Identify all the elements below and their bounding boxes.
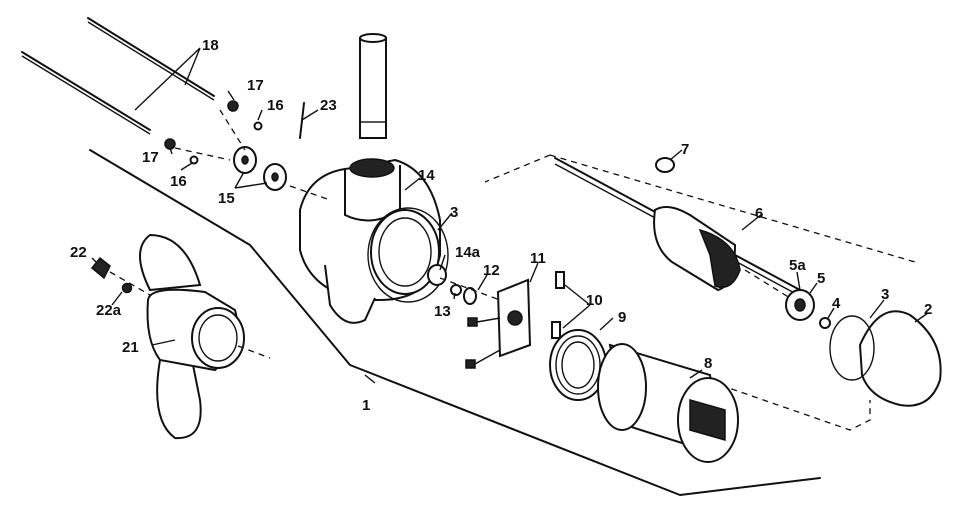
prop-nut-22 [90, 256, 111, 280]
oring-16-lower [189, 155, 199, 165]
through-bolt-upper [87, 17, 215, 101]
assembly-axes [174, 109, 791, 301]
label-part-16-lower: 16 [170, 173, 187, 190]
label-part-3-housing: 3 [450, 204, 458, 221]
bearing-15-b [263, 163, 287, 191]
label-part-2: 2 [924, 301, 932, 318]
label-part-8: 8 [704, 355, 712, 372]
oring-3-cap [829, 315, 875, 381]
leader-lines [91, 90, 929, 384]
washer-4 [819, 317, 831, 329]
label-part-14: 14 [418, 167, 435, 184]
washer-12 [463, 287, 477, 305]
nut-7 [655, 157, 675, 173]
nut-17-lower [164, 138, 176, 150]
label-part-23: 23 [320, 97, 337, 114]
label-part-13: 13 [434, 303, 451, 320]
label-part-9: 9 [618, 309, 626, 326]
pin-23 [299, 102, 305, 139]
armature-6 [554, 157, 801, 297]
leader-15 [234, 171, 268, 189]
leader-10 [562, 284, 591, 329]
bearing-5-bore [794, 298, 806, 312]
label-part-21: 21 [122, 339, 139, 356]
label-part-17-upper: 17 [247, 77, 264, 94]
label-part-5a: 5a [789, 257, 806, 274]
shaft-tube [359, 33, 387, 139]
label-part-22a: 22a [96, 302, 122, 319]
label-part-16-upper: 16 [267, 97, 284, 114]
label-part-10: 10 [586, 292, 603, 309]
label-part-4: 4 [832, 295, 841, 312]
label-part-3-cap: 3 [881, 286, 889, 303]
brush-spring-10-lower [551, 321, 561, 339]
housing-body-14 [299, 158, 441, 324]
nut-17-upper [227, 100, 239, 112]
label-part-14a: 14a [455, 244, 481, 261]
brush-spring-10-upper [555, 271, 565, 289]
housing-outline [89, 149, 821, 496]
label-part-12: 12 [483, 262, 500, 279]
oring-3-housing [367, 207, 449, 303]
prop-axis [237, 345, 271, 359]
label-part-11: 11 [530, 250, 546, 267]
label-part-18: 18 [202, 37, 219, 54]
oring-16-upper [253, 121, 263, 131]
brush-plate-11 [465, 278, 532, 369]
propeller-21 [139, 233, 245, 440]
washer-13 [450, 284, 462, 296]
label-part-1: 1 [362, 397, 370, 414]
bushing-14a [427, 264, 447, 286]
leader-18 [134, 47, 201, 111]
label-part-22: 22 [70, 244, 87, 261]
label-part-17-lower: 17 [142, 149, 159, 166]
bearing-15-a [233, 146, 257, 174]
label-part-6: 6 [755, 205, 763, 222]
washer-22a [121, 282, 133, 294]
prop-nut-axis [109, 271, 151, 296]
label-part-15: 15 [218, 190, 235, 207]
end-cap-2 [858, 310, 942, 407]
label-part-7: 7 [681, 141, 689, 158]
through-bolt-lower [21, 51, 151, 135]
assembly-envelope [484, 154, 916, 431]
motor-can-8 [597, 343, 739, 463]
label-part-5: 5 [817, 270, 825, 287]
leader-23 [301, 109, 319, 121]
